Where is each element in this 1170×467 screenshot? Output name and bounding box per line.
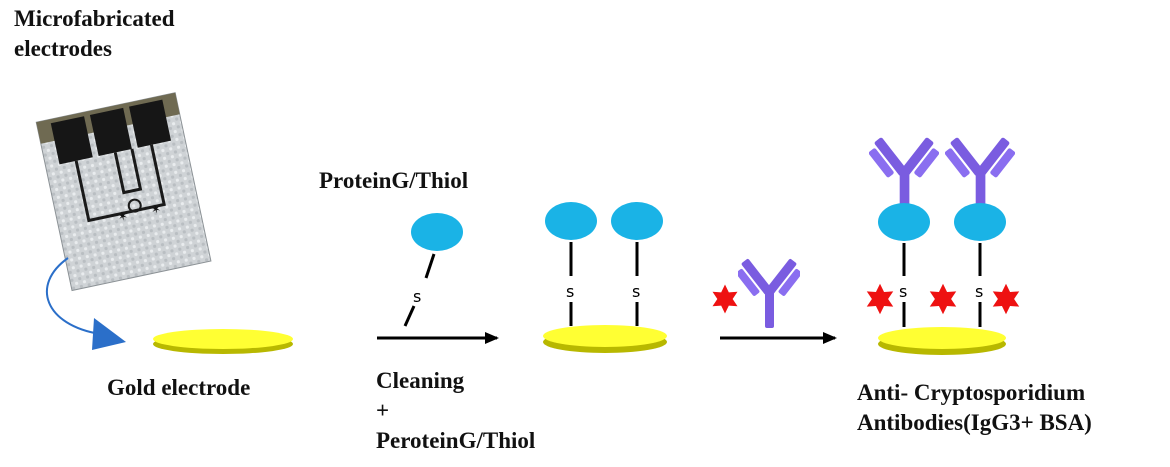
curved-arrow-icon	[45, 257, 126, 350]
microfabricated-line1: Microfabricated	[14, 6, 175, 31]
plus-line: +	[376, 398, 390, 423]
bsa-star-icon	[712, 284, 738, 314]
perotein-thiol-line: PeroteinG/Thiol	[376, 428, 536, 453]
microfabricated-electrodes-label: Microfabricated electrodes	[14, 4, 175, 64]
protein-ellipse-icon	[411, 213, 463, 251]
antibody-y-icon	[945, 136, 1015, 212]
sulfur-label: s	[413, 287, 421, 306]
svg-text:✶: ✶	[150, 201, 163, 217]
sulfur-label: s	[632, 282, 640, 301]
protein-ellipse-icon	[878, 203, 930, 241]
bsa-star-icon	[929, 283, 957, 315]
electrode-with-protein-g: s s	[543, 202, 667, 353]
bsa-star-icon	[866, 283, 894, 315]
protein-ellipse-icon	[611, 202, 663, 240]
electrode-chip-photo-icon: ✶ ✶	[35, 92, 212, 292]
electrode-with-antibodies: s s	[866, 136, 1020, 355]
gold-electrode-label: Gold electrode	[107, 375, 251, 400]
gold-electrode-disc	[153, 329, 293, 354]
cleaning-step-label: Cleaning + PeroteinG/Thiol	[376, 366, 535, 456]
antibody-y-icon	[738, 258, 800, 328]
microfabricated-line2: electrodes	[14, 36, 112, 61]
sulfur-label: s	[566, 282, 574, 301]
antibody-y-icon	[869, 136, 939, 212]
cleaning-line: Cleaning	[376, 368, 465, 393]
anti-line2: Antibodies(IgG3+ BSA)	[857, 410, 1092, 435]
protein-ellipse-icon	[545, 202, 597, 240]
bsa-star-icon	[992, 283, 1020, 315]
anti-line1: Anti- Cryptosporidium	[857, 380, 1086, 405]
sulfur-label: s	[975, 282, 983, 301]
sulfur-label: s	[899, 282, 907, 301]
svg-text:✶: ✶	[116, 208, 129, 224]
anti-cryptosporidium-label: Anti- Cryptosporidium Antibodies(IgG3+ B…	[857, 378, 1092, 438]
protein-thiol-label: ProteinG/Thiol	[319, 168, 469, 193]
protein-g-thiol-molecule: s	[403, 213, 463, 327]
protein-ellipse-icon	[954, 203, 1006, 241]
